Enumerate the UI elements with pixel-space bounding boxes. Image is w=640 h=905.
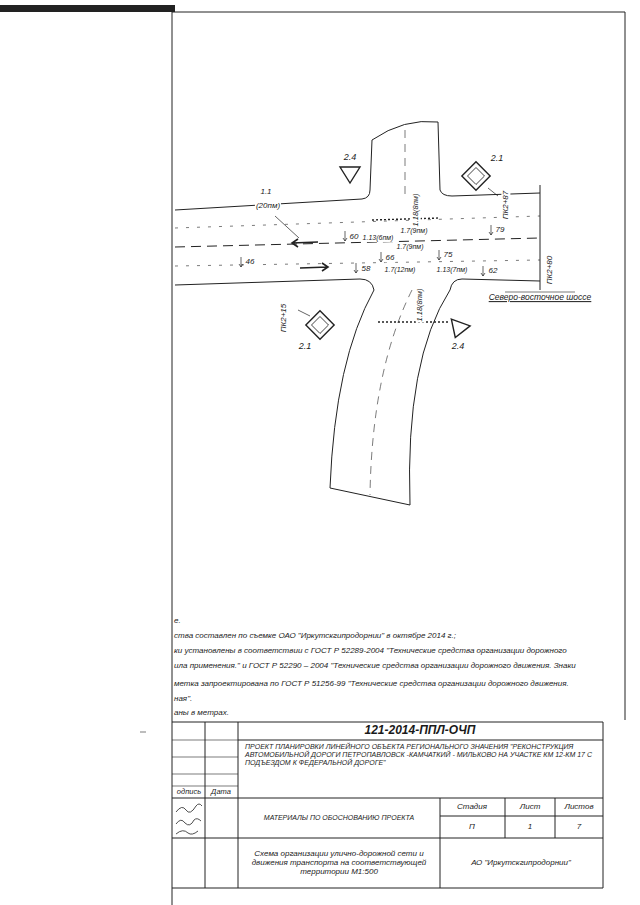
table-cell: 7 [576,822,582,831]
marking-number: 1.1 [259,187,272,196]
drawing-code: 121-2014-ППЛ-ОЧП [364,724,477,738]
elevation-mark: 75 [443,250,454,259]
marking-length: (20пм) [255,201,281,210]
table-cell: МАТЕРИАЛЫ ПО ОБОСНОВАНИЮ ПРОЕКТА [263,814,415,822]
elevation-mark: 66 [385,253,396,262]
marking-number: 1.7(12пм) [384,266,417,274]
table-cell: Лист [519,802,542,811]
station-mark: ПК2+87 [501,190,510,221]
table-cell: 1 [527,822,533,831]
sign-number: 2.1 [490,153,505,163]
marking-number: 1.18(8пм) [412,192,421,227]
note-line: ства составлен по съемке ОАО "Иркутскгип… [173,631,457,640]
station-mark: ПК2+80 [545,255,554,286]
table-cell: Стадия [456,802,488,811]
note-line: ила применения." и ГОСТ Р 52290 – 2004 "… [173,661,577,670]
table-cell: Схема организации улично-дорожной сети и… [243,849,435,877]
table-cell: АО "Иркутскгипродорнии" [445,858,597,867]
sign-number: 2.1 [298,341,313,351]
note-line: метка запроектирована по ГОСТ Р 51256-99… [173,679,570,688]
note-line: е. [173,616,182,625]
note-line: ки установлены в соответствии с ГОСТ Р 5… [173,646,568,655]
marking-number: 1.7(9пм) [396,243,425,251]
table-cell: Дата [210,788,232,797]
elevation-mark: 79 [495,225,506,234]
sign-number: 2.4 [451,341,466,351]
table-cell: П [468,822,476,831]
marking-number: 1.7(9пм) [400,227,429,235]
marking-number: 1.18(8пм) [416,287,425,322]
note-line: аны в метрах. [173,708,230,717]
elevation-mark: 58 [361,264,372,273]
table-cell: Листов [563,802,594,811]
elevation-mark: 60 [349,232,360,241]
marking-number: 1.13(7пм) [436,266,469,274]
note-line: ная". [173,694,193,703]
marking-number: 1.13(6пм) [362,234,395,242]
table-cell: одпись [176,788,202,797]
road-name: Северо-восточное шоссе [488,293,593,303]
project-name: ПРОЕКТ ПЛАНИРОВКИ ЛИНЕЙНОГО ОБЪЕКТА РЕГИ… [244,743,598,767]
station-mark: ПК2+15 [279,303,288,334]
elevation-mark: 62 [488,266,499,275]
sign-number: 2.4 [343,152,358,162]
elevation-mark: 46 [245,257,256,266]
